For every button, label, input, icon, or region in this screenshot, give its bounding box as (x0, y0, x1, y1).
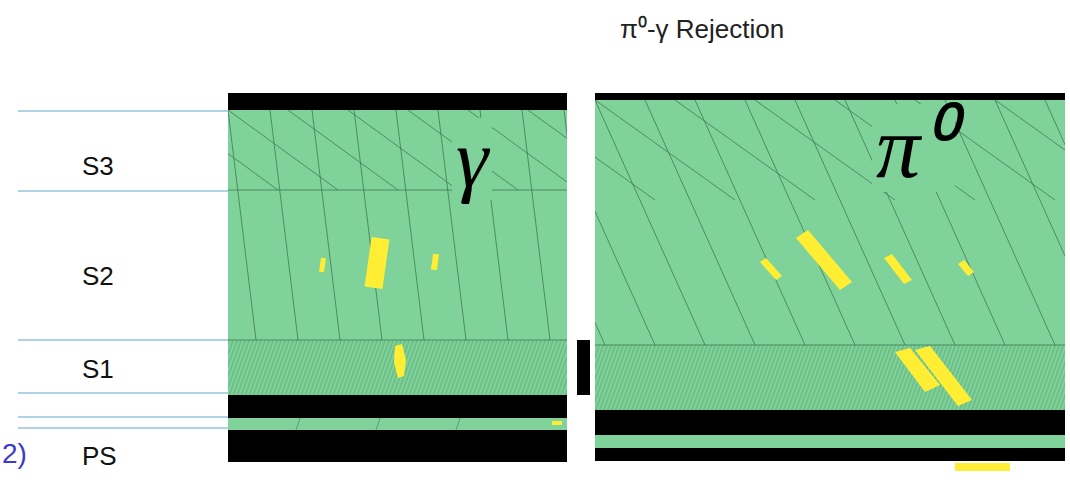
fragment-label: 2) (2, 440, 27, 468)
title: π⁰-γ Rejection (620, 16, 784, 42)
layer-label: PS (82, 443, 117, 469)
layer-label: S3 (82, 153, 114, 179)
pion-panel (115, 93, 1070, 471)
energy-deposit (319, 237, 562, 425)
layer-label: S1 (82, 356, 114, 382)
energy-deposit (760, 230, 1010, 471)
layer-label: S2 (82, 263, 114, 289)
particle-symbol: π⁰ (872, 104, 955, 192)
particle-symbol: γ (452, 118, 492, 200)
